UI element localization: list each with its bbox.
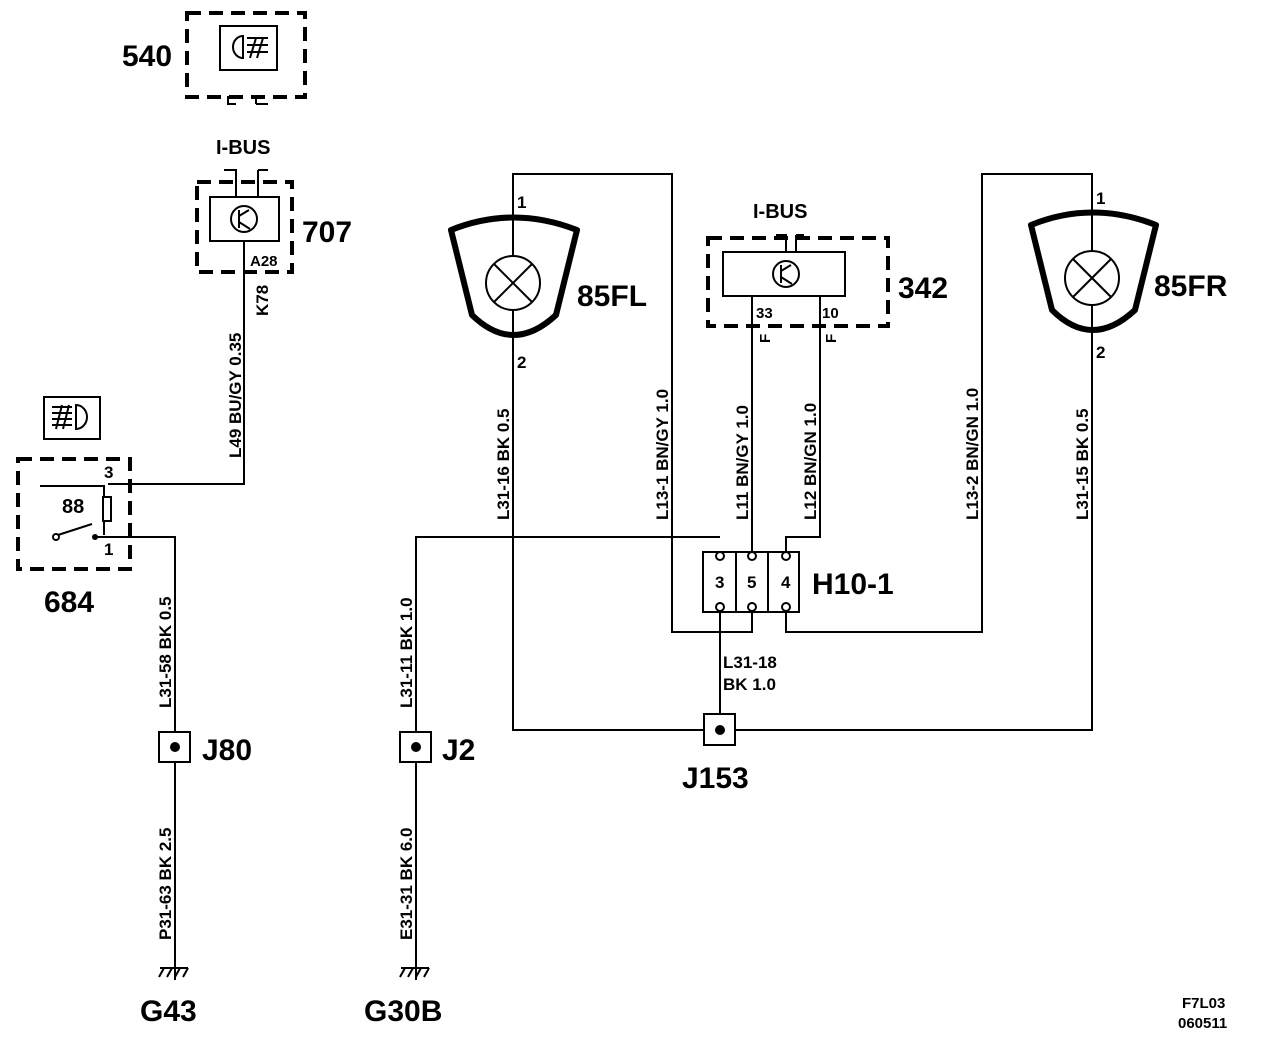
label-684: 684 (44, 586, 94, 619)
wire-label-e31-31: E31-31 BK 6.0 (397, 828, 416, 940)
label-j153: J153 (682, 762, 749, 795)
label-g30b: G30B (364, 995, 442, 1028)
label-j80: J80 (202, 734, 252, 767)
headlight-icon (52, 403, 88, 431)
ground-g43: G43 (140, 967, 197, 1028)
ground-g30b: G30B (364, 967, 442, 1028)
pin-a28: A28 (250, 253, 278, 270)
headlight-range-icon (232, 34, 268, 60)
component-540: 540 (122, 11, 307, 105)
pin-342-f10: F (823, 334, 840, 343)
label-85fl: 85FL (577, 280, 647, 313)
lamp-85fr: 85FR 1 2 (1028, 189, 1228, 362)
pin-h10-4: 4 (781, 573, 791, 592)
pin-342-f33: F (757, 334, 774, 343)
wire-label-l31-15: L31-15 BK 0.5 (1073, 409, 1092, 521)
junction-j80: J80 (158, 731, 252, 767)
wire-l12 (785, 296, 821, 552)
pin-85fr-2: 2 (1096, 343, 1105, 362)
wire-l31-11 (415, 536, 720, 980)
pin-85fr-1: 1 (1096, 189, 1105, 208)
transistor-icon (230, 205, 258, 233)
component-707: I-BUS 707 A28 (195, 137, 352, 274)
connector-h10-1: 3 5 4 H10-1 (702, 551, 894, 613)
wire-label-l12: L12 BN/GN 1.0 (801, 403, 820, 520)
pin-85fl-1: 1 (517, 193, 526, 212)
transistor-icon (772, 260, 800, 288)
label-342: 342 (898, 272, 948, 305)
label-j2: J2 (442, 734, 475, 767)
component-684: 684 88 3 1 (16, 396, 132, 619)
pin-h10-3: 3 (715, 573, 724, 592)
label-85fr: 85FR (1154, 270, 1228, 303)
wire-label-l31-11: L31-11 BK 1.0 (397, 597, 416, 708)
relay-88-label: 88 (62, 496, 84, 518)
pin-684-3: 3 (104, 463, 113, 482)
lamp-85fl: 85FL 1 2 (448, 193, 647, 372)
label-707: 707 (302, 216, 352, 249)
diagram-code: F7L03 (1182, 995, 1225, 1012)
junction-j2: J2 (399, 731, 475, 767)
wire-label-l13-2: L13-2 BN/GN 1.0 (963, 388, 982, 520)
wire-l31-15 (735, 340, 1093, 731)
wire-label-l13-1: L13-1 BN/GY 1.0 (653, 389, 672, 520)
ibus-label-342: I-BUS (753, 201, 807, 223)
label-h10-1: H10-1 (812, 568, 894, 601)
wire-l13-1 (512, 173, 753, 633)
pin-342-33: 33 (756, 305, 773, 322)
pin-342-10: 10 (822, 305, 839, 322)
wire-label-l31-18: L31-18 (723, 653, 777, 672)
wire-label-k78: K78 (253, 285, 272, 316)
pin-684-1: 1 (104, 540, 113, 559)
ibus-label-707: I-BUS (216, 137, 270, 159)
wire-l31-16 (512, 344, 704, 731)
wire-label-l31-16: L31-16 BK 0.5 (494, 409, 513, 521)
wire-label-l11: L11 BN/GY 1.0 (733, 405, 752, 520)
junction-j153: J153 (682, 713, 749, 795)
component-342: I-BUS 342 33 10 F F (706, 201, 948, 343)
pin-h10-5: 5 (747, 573, 756, 592)
diagram-date: 060511 (1178, 1015, 1227, 1032)
wire-label-l49: L49 BU/GY 0.35 (226, 333, 245, 458)
label-540: 540 (122, 40, 172, 73)
wire-label-l31-58: L31-58 BK 0.5 (156, 597, 175, 709)
wire-l49 (108, 241, 245, 485)
wire-l13-2 (785, 173, 1093, 633)
wire-label-p31-63: P31-63 BK 2.5 (156, 828, 175, 940)
wire-l31-58 (95, 536, 176, 980)
label-g43: G43 (140, 995, 197, 1028)
wire-label-l31-18-spec: BK 1.0 (723, 675, 776, 694)
pin-85fl-2: 2 (517, 353, 526, 372)
